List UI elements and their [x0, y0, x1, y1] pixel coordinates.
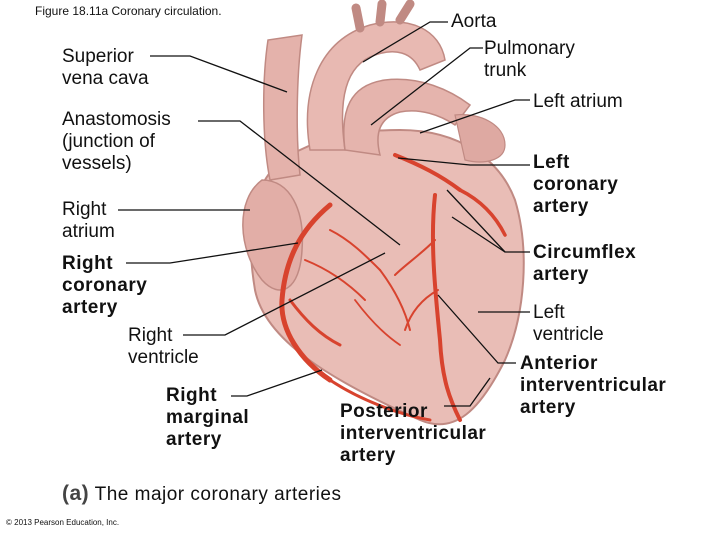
figure-caption: (a) The major coronary arteries: [62, 482, 341, 506]
small-branch-6: [354, 299, 401, 346]
label-anastomosis: Anastomosis (junction of vessels): [62, 109, 171, 174]
leader-superior-vena-cava: [150, 55, 288, 93]
heart-body: [249, 128, 525, 426]
leader-lines: [118, 21, 530, 407]
label-right-atrium: Right atrium: [62, 199, 115, 242]
label-left-coronary-artery: Left coronary artery: [533, 152, 619, 217]
leader-left-atrium: [419, 99, 530, 134]
label-left-ventricle: Left ventricle: [533, 302, 604, 345]
label-anterior-interventricular-artery: Anterior interventricular artery: [520, 353, 667, 418]
label-pulmonary-trunk: Pulmonary trunk: [484, 38, 575, 81]
label-right-ventricle: Right ventricle: [128, 325, 199, 368]
posterior-branches: [328, 378, 432, 422]
coronary-arteries: [279, 153, 507, 422]
small-branch-3: [379, 269, 411, 331]
leader-right-coronary-artery: [126, 242, 299, 264]
caption-tag: (a): [62, 482, 90, 505]
label-posterior-interventricular-artery: Posterior interventricular artery: [340, 401, 487, 466]
pulmonary-trunk-shape: [343, 78, 472, 156]
circumflex-artery-path: [458, 188, 507, 237]
caption-text: The major coronary arteries: [89, 484, 342, 505]
figure-title: Figure 18.11a Coronary circulation.: [35, 4, 222, 18]
leader-circumflex-2: [451, 216, 506, 253]
copyright-notice: © 2013 Pearson Education, Inc.: [6, 518, 120, 527]
leader-posterior-interventricular: [444, 377, 491, 407]
leader-right-ventricle: [183, 252, 386, 336]
leader-left-coronary-artery: [397, 157, 530, 166]
aorta-shape: [306, 21, 446, 151]
aortic-branches: [351, 0, 415, 33]
superior-vena-cava-shape: [263, 34, 303, 181]
small-branch-1: [329, 229, 381, 271]
leader-aorta: [362, 21, 448, 63]
leader-anastomosis: [198, 120, 401, 246]
leader-pulmonary-trunk: [370, 47, 483, 126]
left-atrium-shape: [454, 113, 506, 163]
leader-anterior-interventricular: [437, 294, 516, 364]
right-coronary-artery-path: [279, 202, 333, 383]
label-superior-vena-cava: Superior vena cava: [62, 46, 149, 89]
small-branch-5: [404, 289, 439, 331]
small-branch-2: [304, 259, 366, 301]
label-circumflex-artery: Circumflex artery: [533, 242, 637, 285]
right-marginal-artery-path: [288, 298, 342, 347]
leader-right-marginal-artery: [231, 369, 323, 397]
label-left-atrium: Left atrium: [533, 91, 623, 112]
label-right-coronary-artery: Right coronary artery: [62, 253, 148, 318]
small-branch-4: [394, 239, 436, 276]
label-aorta: Aorta: [451, 11, 497, 32]
anterior-interventricular-artery-path: [430, 193, 462, 422]
label-right-marginal-artery: Right marginal artery: [166, 385, 250, 450]
